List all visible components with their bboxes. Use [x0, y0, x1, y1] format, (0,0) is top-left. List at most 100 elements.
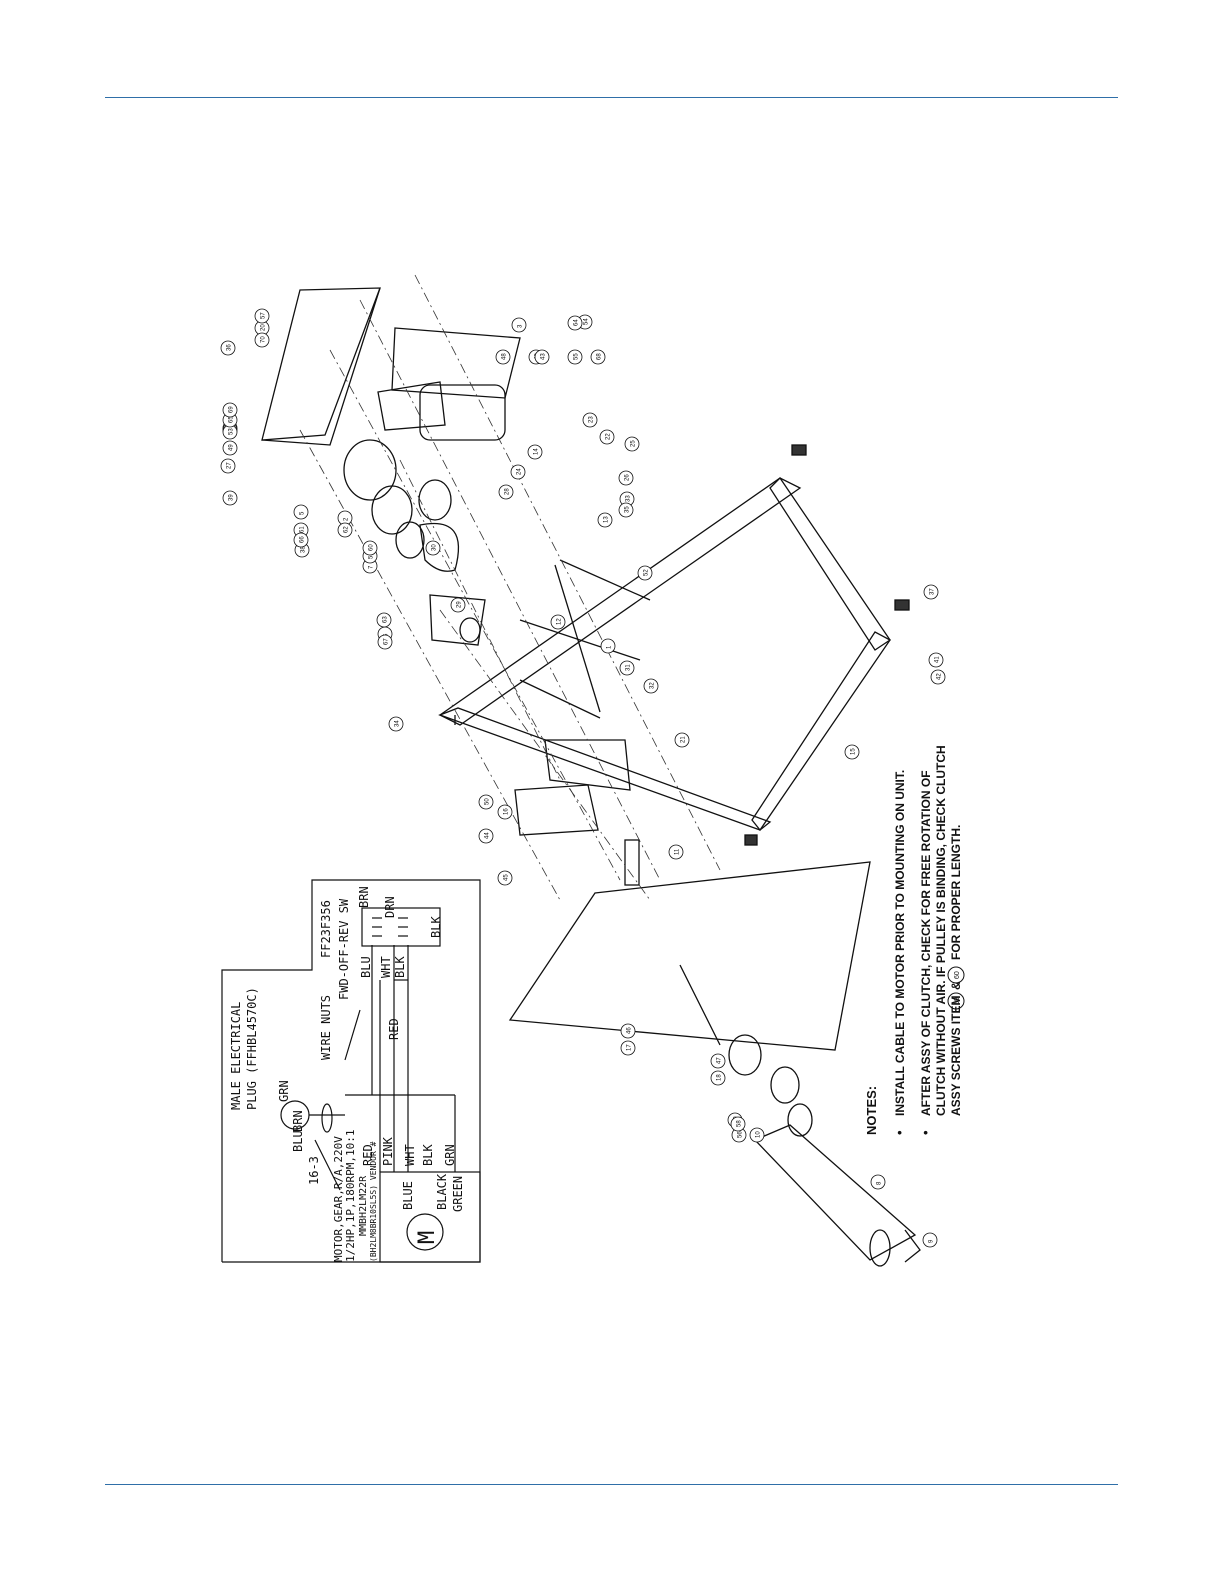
callout-label-50: 50	[485, 798, 491, 805]
callout-label-42: 42	[937, 673, 943, 680]
callout-bubble-32	[643, 678, 659, 694]
notes-heading: NOTES:	[864, 1086, 879, 1135]
callout-label-37: 37	[930, 588, 936, 595]
callout-bubble-64	[567, 315, 583, 331]
switch-part-label: FF23F356	[319, 900, 333, 958]
wire-black: BLACK	[435, 1173, 449, 1210]
callout-label-60: 60	[369, 544, 375, 551]
callout-label-8: 8	[877, 1181, 883, 1185]
cable-label: 16-3	[307, 1156, 321, 1185]
guard-cover	[261, 287, 381, 441]
callout-bubbles: 1234567891011121314151617181920212223242…	[220, 308, 946, 1248]
callout-bubble-16	[497, 804, 513, 820]
wire-green: GREEN	[451, 1176, 465, 1212]
note2-bullet: •	[918, 1130, 933, 1135]
callout-label-57: 57	[261, 312, 267, 319]
gearbox	[377, 381, 446, 431]
callout-label-5: 5	[300, 511, 306, 515]
callout-bubble-62	[337, 522, 353, 538]
callout-bubble-50	[478, 794, 494, 810]
callout-label-64: 64	[574, 319, 580, 326]
callout-label-54: 54	[584, 318, 590, 325]
motor-line2: 1/2HP,1P,180RPM,10:1	[344, 1130, 357, 1262]
frame-top-rail	[438, 477, 802, 726]
centerlines	[299, 274, 721, 901]
notes-block: NOTES: • INSTALL CABLE TO MOTOR PRIOR TO…	[864, 745, 965, 1135]
wire-grn-m: GRN	[443, 1144, 457, 1166]
callout-bubble-48	[495, 349, 511, 365]
callout-label-36: 36	[227, 344, 233, 351]
callout-label-39: 39	[229, 494, 235, 501]
callout-label-45: 45	[504, 874, 510, 881]
callout-label-55: 55	[574, 353, 580, 360]
callout-label-49: 49	[229, 444, 235, 451]
shaft-11	[624, 839, 640, 886]
callout-label-34: 34	[395, 720, 401, 727]
callout-bubble-55	[567, 349, 583, 365]
gear-motor	[419, 384, 506, 441]
callout-bubble-13	[597, 512, 613, 528]
callout-bubble-5	[293, 504, 309, 520]
callout-bubble-46	[620, 1023, 636, 1039]
foot-pad	[744, 834, 758, 846]
wire-grn-top: GRN	[277, 1080, 291, 1102]
angle-bracket-16a	[514, 784, 599, 836]
bearing-block	[429, 594, 486, 646]
callout-bubble-28	[498, 484, 514, 500]
callout-bubble-39	[222, 490, 238, 506]
wiring-diagram	[221, 879, 481, 1263]
callout-label-53: 53	[229, 428, 235, 435]
mechanical-assembly	[261, 287, 921, 1267]
callout-bubble-37	[923, 584, 939, 600]
callout-label-46: 46	[627, 1027, 633, 1034]
wire-red-label: RED	[387, 1018, 401, 1040]
callout-bubble-60	[362, 540, 378, 556]
note2-line3a: ASSY SCREWS ITEM	[949, 996, 963, 1116]
callout-bubble-15	[844, 744, 860, 760]
motor-line4: (BH2LM8BR10SL5S) VENDOR #	[369, 1141, 378, 1262]
callout-label-17: 17	[627, 1044, 633, 1051]
callout-label-15: 15	[851, 748, 857, 755]
callout-bubble-14	[527, 444, 543, 460]
callout-label-48: 48	[502, 353, 508, 360]
callout-bubble-43	[534, 349, 550, 365]
note-item-60-circle	[947, 966, 965, 984]
callout-label-16: 16	[504, 808, 510, 815]
callout-label-30: 30	[432, 544, 438, 551]
note1: INSTALL CABLE TO MOTOR PRIOR TO MOUNTING…	[893, 770, 907, 1116]
motor-box	[379, 1171, 481, 1263]
wire-blk-sw: BLK	[393, 956, 407, 978]
callout-bubble-35	[618, 502, 634, 518]
wiring-labels: MALE ELECTRICAL PLUG (FFHBL4570C) WIRE N…	[229, 886, 465, 1262]
callout-label-29: 29	[457, 601, 463, 608]
note2-amp: &	[949, 981, 963, 990]
callout-bubble-23	[582, 412, 598, 428]
callout-label-21: 21	[681, 736, 687, 743]
callout-bubble-68	[590, 349, 606, 365]
callout-bubble-25	[624, 436, 640, 452]
note2-line1: AFTER ASSY OF CLUTCH, CHECK FOR FREE ROT…	[919, 770, 933, 1116]
callout-label-41: 41	[935, 656, 941, 663]
clutch	[343, 439, 397, 501]
switch-body	[361, 907, 441, 947]
motor-line3: MMBH2LM22R	[358, 1175, 369, 1236]
callout-label-27: 27	[227, 462, 233, 469]
callout-bubble-26	[618, 470, 634, 486]
callout-label-13: 13	[604, 516, 610, 523]
driven-pulley	[395, 521, 425, 559]
callout-bubble-24	[510, 464, 526, 480]
plug-line2: PLUG (FFHBL4570C)	[245, 987, 259, 1110]
callout-bubble-12	[550, 614, 566, 630]
callout-bubble-42	[930, 669, 946, 685]
callout-bubble-31	[619, 660, 635, 676]
switch-label: FWD-OFF-REV SW	[337, 898, 351, 1000]
roller	[753, 1124, 917, 1261]
wire-blk-2: BLK	[429, 916, 443, 938]
callout-bubble-21	[674, 732, 690, 748]
note2-line3b: FOR PROPER LENGTH.	[949, 825, 963, 960]
header-rule	[105, 97, 1118, 98]
foot-pad-2	[791, 444, 807, 456]
callout-label-69: 69	[229, 406, 235, 413]
callout-label-66: 66	[300, 536, 306, 543]
callout-bubble-34	[388, 716, 404, 732]
